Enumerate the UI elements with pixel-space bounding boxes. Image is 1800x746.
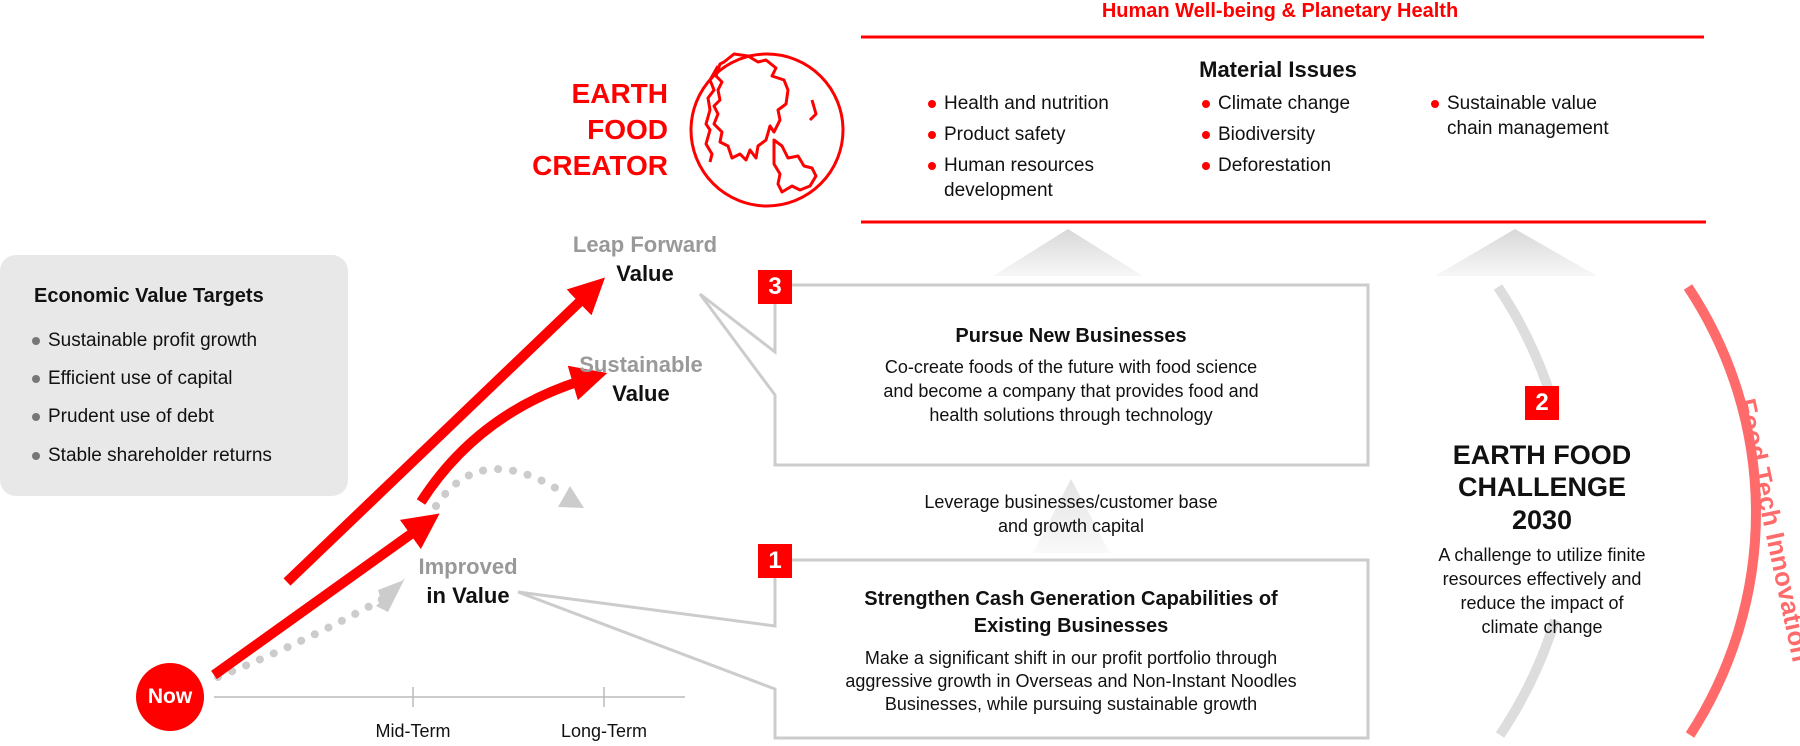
issue-value-chain: Sustainable value [1431, 92, 1597, 116]
sustainable-value-label: Value [612, 381, 670, 406]
challenge-title: 2030 [1511, 505, 1573, 535]
globe-icon [689, 52, 845, 208]
badge-1: 1 [758, 544, 792, 578]
target-item: Stable shareholder returns [32, 444, 272, 468]
leap-value-label: Value [616, 261, 674, 286]
challenge-line: A challenge to utilize finite [1438, 545, 1646, 565]
badge-3: 3 [758, 270, 792, 304]
improved-value-label: in Value [426, 583, 510, 608]
issue-hr-cont: development [944, 180, 1053, 201]
box1-outline [517, 558, 1370, 740]
brand-line-1: EARTH [571, 78, 668, 109]
sustainable-label: Sustainable [579, 352, 703, 377]
now-circle [136, 663, 204, 731]
challenge-line: resources effectively and [1442, 569, 1642, 589]
now-label: Now [147, 685, 193, 708]
leverage-line: Leverage businesses/customer base [924, 492, 1218, 512]
challenge-line: reduce the impact of [1460, 593, 1624, 613]
up-triangle-middle [1033, 479, 1110, 553]
target-item: Prudent use of debt [32, 405, 214, 429]
dotted-arrow-sustain-head [558, 486, 584, 508]
badge-2: 2 [1525, 386, 1559, 420]
issue-deforestation: Deforestation [1202, 154, 1331, 178]
leap-forward-label: Leap Forward [572, 232, 718, 257]
box1-title: Strengthen Cash Generation Capabilities … [864, 588, 1278, 610]
up-triangle-left [993, 229, 1143, 276]
box1-line: Make a significant shift in our profit p… [864, 648, 1278, 668]
box1-line: aggressive growth in Overseas and Non-In… [845, 671, 1297, 691]
box1-title: Existing Businesses [973, 615, 1169, 637]
economic-targets-title: Economic Value Targets [34, 285, 264, 307]
box3-line: Co-create foods of the future with food … [884, 357, 1258, 377]
box3-line: and become a company that provides food … [883, 381, 1259, 401]
box1-line: Businesses, while pursuing sustainable g… [884, 694, 1258, 714]
dotted-arrow-sustain [432, 465, 566, 510]
improved-label: Improved [418, 554, 518, 579]
box3-line: health solutions through technology [929, 405, 1213, 425]
issue-climate: Climate change [1202, 92, 1350, 116]
economic-targets-panel [0, 255, 348, 496]
challenge-line: climate change [1481, 617, 1603, 637]
dotted-arrow-improved [214, 592, 392, 681]
brand-line-2: FOOD [587, 114, 668, 145]
challenge-title: CHALLENGE [1458, 472, 1626, 502]
red-arc [1683, 284, 1761, 738]
issue-safety: Product safety [928, 123, 1065, 147]
brand-line-3: CREATOR [532, 150, 668, 181]
leverage-line: and growth capital [997, 516, 1145, 536]
issue-hr: Human resources [928, 154, 1094, 178]
up-triangle-right [1435, 229, 1597, 276]
target-item: Sustainable profit growth [32, 329, 257, 353]
header-title: Human Well-being & Planetary Health [1101, 0, 1459, 22]
box3-outline [698, 283, 1370, 467]
issue-value-chain-cont: chain management [1447, 118, 1609, 139]
long-term-label: Long-Term [560, 721, 648, 741]
challenge-title: EARTH FOOD [1452, 440, 1632, 470]
issue-health: Health and nutrition [928, 92, 1109, 116]
arrow-leap [283, 277, 606, 586]
material-issues-title: Material Issues [1199, 57, 1357, 82]
mid-term-label: Mid-Term [375, 721, 451, 741]
box3-title: Pursue New Businesses [955, 325, 1187, 347]
arrow-improved [211, 513, 440, 680]
arrow-sustainable [416, 365, 608, 505]
target-item: Efficient use of capital [32, 367, 232, 391]
gray-arc-bottom [1495, 618, 1560, 738]
issue-biodiversity: Biodiversity [1202, 123, 1315, 147]
